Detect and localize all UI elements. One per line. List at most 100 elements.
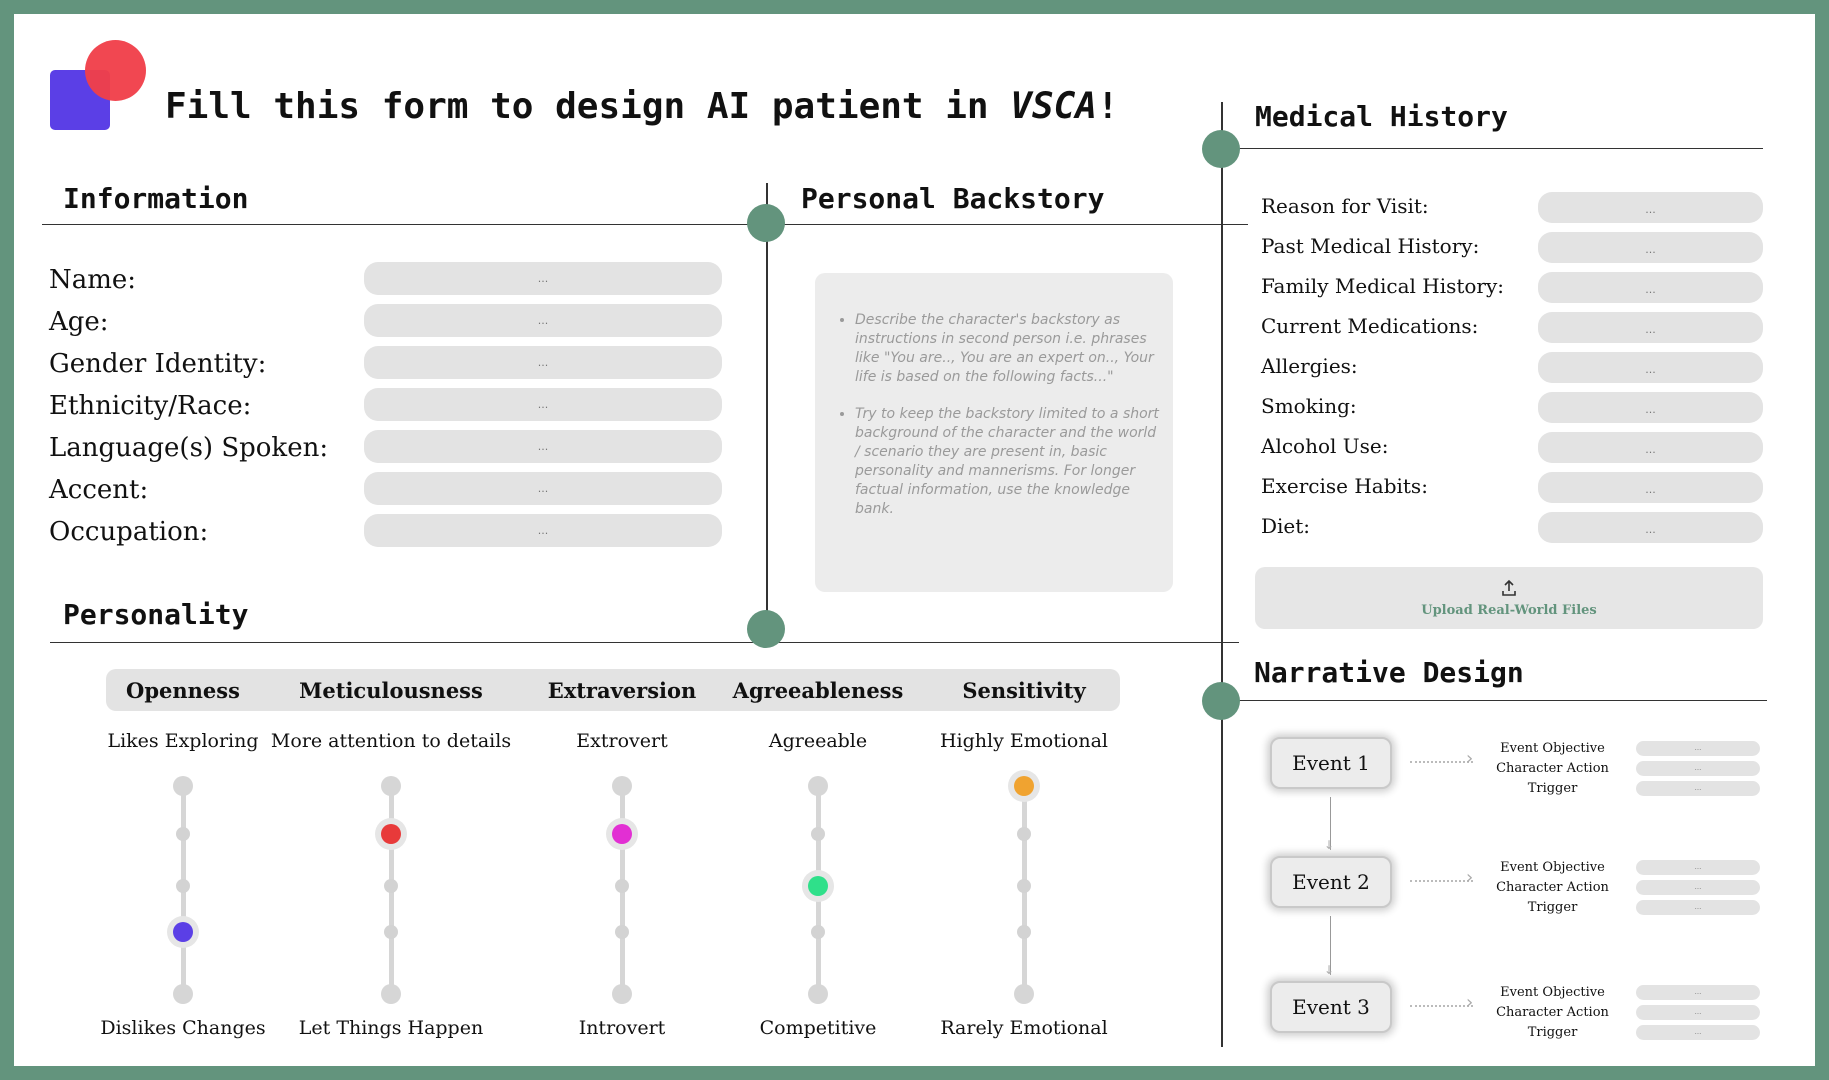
backstory-hint: Try to keep the backstory limited to a s…: [855, 405, 1165, 519]
trait-top-label: Highly Emotional: [939, 730, 1108, 752]
trait-bottom-label: Dislikes Changes: [100, 1017, 266, 1039]
field-label: Language(s) Spoken:: [49, 433, 329, 463]
slider-end-knob: [612, 984, 632, 1004]
upload-icon: [1502, 579, 1516, 596]
event-button[interactable]: Event 2: [1270, 856, 1392, 908]
text-input[interactable]: ...: [1538, 232, 1763, 263]
page-title: Fill this form to design AI patient in V…: [165, 86, 1119, 127]
event-detail-input[interactable]: ...: [1636, 781, 1760, 796]
event-detail-input[interactable]: ...: [1636, 761, 1760, 776]
section-heading-medical-history: Medical History: [1255, 100, 1508, 133]
slider-end-knob: [808, 776, 828, 796]
text-input[interactable]: ...: [1538, 432, 1763, 463]
event-detail-label: Character Action: [1496, 761, 1609, 776]
event-detail-input[interactable]: ...: [1636, 900, 1760, 915]
slider-thumb[interactable]: [173, 922, 193, 942]
slider-tick: [176, 827, 190, 841]
field-label: Age:: [49, 307, 109, 337]
event-detail-input[interactable]: ...: [1636, 1025, 1760, 1040]
slider-tick: [384, 925, 398, 939]
backstory-textarea[interactable]: Describe the character's backstory as in…: [815, 273, 1173, 592]
slider-tick: [176, 879, 190, 893]
text-input[interactable]: ...: [364, 346, 722, 379]
event-detail-label: Character Action: [1496, 1005, 1609, 1020]
timeline-node: [1202, 130, 1240, 168]
field-label: Gender Identity:: [49, 349, 267, 379]
medical-field-label: Diet:: [1261, 514, 1311, 538]
slider-thumb[interactable]: [381, 824, 401, 844]
event-detail-input[interactable]: ...: [1636, 985, 1760, 1000]
upload-button[interactable]: Upload Real-World Files: [1255, 567, 1763, 629]
event-flow-line: [1330, 797, 1331, 850]
trait-top-label: More attention to details: [270, 730, 512, 752]
slider-tick: [615, 879, 629, 893]
text-input[interactable]: ...: [1538, 392, 1763, 423]
timeline-node: [747, 204, 785, 242]
slider-tick: [1017, 925, 1031, 939]
section-heading-backstory: Personal Backstory: [801, 182, 1105, 215]
slider-tick: [1017, 879, 1031, 893]
backstory-hint: Describe the character's backstory as in…: [855, 311, 1165, 387]
right-column-divider: [1221, 102, 1223, 1047]
text-input[interactable]: ...: [364, 472, 722, 505]
trait-top-label: Likes Exploring: [107, 730, 259, 752]
slider-thumb[interactable]: [612, 824, 632, 844]
slider-end-knob: [173, 984, 193, 1004]
text-input[interactable]: ...: [1538, 472, 1763, 503]
event-button[interactable]: Event 3: [1270, 981, 1392, 1033]
slider-tick: [1017, 827, 1031, 841]
event-flow-line: [1330, 916, 1331, 975]
section-heading-narrative-design: Narrative Design: [1254, 656, 1524, 689]
event-detail-label: Trigger: [1527, 900, 1578, 915]
event-button[interactable]: Event 1: [1270, 737, 1392, 789]
text-input[interactable]: ...: [1538, 352, 1763, 383]
event-detail-input[interactable]: ...: [1636, 741, 1760, 756]
left-column-divider: [766, 183, 768, 629]
medical-field-label: Alcohol Use:: [1261, 434, 1389, 458]
trait-bottom-label: Let Things Happen: [298, 1017, 484, 1039]
medical-field-label: Current Medications:: [1261, 314, 1479, 338]
event-detail-label: Character Action: [1496, 880, 1609, 895]
medical-history-divider: [1222, 148, 1763, 149]
timeline-node: [747, 610, 785, 648]
slider-end-knob: [381, 776, 401, 796]
text-input[interactable]: ...: [364, 262, 722, 295]
field-label: Ethnicity/Race:: [49, 391, 252, 421]
text-input[interactable]: ...: [364, 430, 722, 463]
event-detail-input[interactable]: ...: [1636, 1005, 1760, 1020]
slider-end-knob: [173, 776, 193, 796]
medical-field-label: Past Medical History:: [1261, 234, 1480, 258]
event-detail-label: Trigger: [1527, 781, 1578, 796]
medical-field-label: Family Medical History:: [1261, 274, 1505, 298]
slider-end-knob: [612, 776, 632, 796]
medical-field-label: Reason for Visit:: [1261, 194, 1429, 218]
text-input[interactable]: ...: [364, 304, 722, 337]
text-input[interactable]: ...: [1538, 272, 1763, 303]
trait-name: Agreeableness: [732, 678, 904, 703]
event-detail-label: Trigger: [1527, 1025, 1578, 1040]
arrow-right-icon: ›: [1466, 992, 1474, 1013]
slider-thumb[interactable]: [808, 876, 828, 896]
text-input[interactable]: ...: [1538, 312, 1763, 343]
slider-thumb[interactable]: [1014, 776, 1034, 796]
trait-name: Sensitivity: [962, 678, 1086, 703]
slider-tick: [615, 925, 629, 939]
text-input[interactable]: ...: [364, 388, 722, 421]
text-input[interactable]: ...: [1538, 512, 1763, 543]
event-detail-input[interactable]: ...: [1636, 860, 1760, 875]
logo: [48, 40, 148, 132]
field-label: Occupation:: [49, 517, 209, 547]
title-text: Fill this form to design AI patient in: [165, 86, 1011, 127]
medical-field-label: Allergies:: [1261, 354, 1358, 378]
medical-field-label: Smoking:: [1261, 394, 1357, 418]
text-input[interactable]: ...: [364, 514, 722, 547]
information-divider: [42, 224, 1248, 225]
trait-name: Extraversion: [547, 678, 697, 703]
slider-end-knob: [381, 984, 401, 1004]
text-input[interactable]: ...: [1538, 192, 1763, 223]
brand-name: VSCA: [1010, 86, 1097, 127]
event-detail-input[interactable]: ...: [1636, 880, 1760, 895]
title-suffix: !: [1096, 86, 1119, 127]
timeline-node: [1202, 682, 1240, 720]
arrow-right-icon: ›: [1466, 867, 1474, 888]
